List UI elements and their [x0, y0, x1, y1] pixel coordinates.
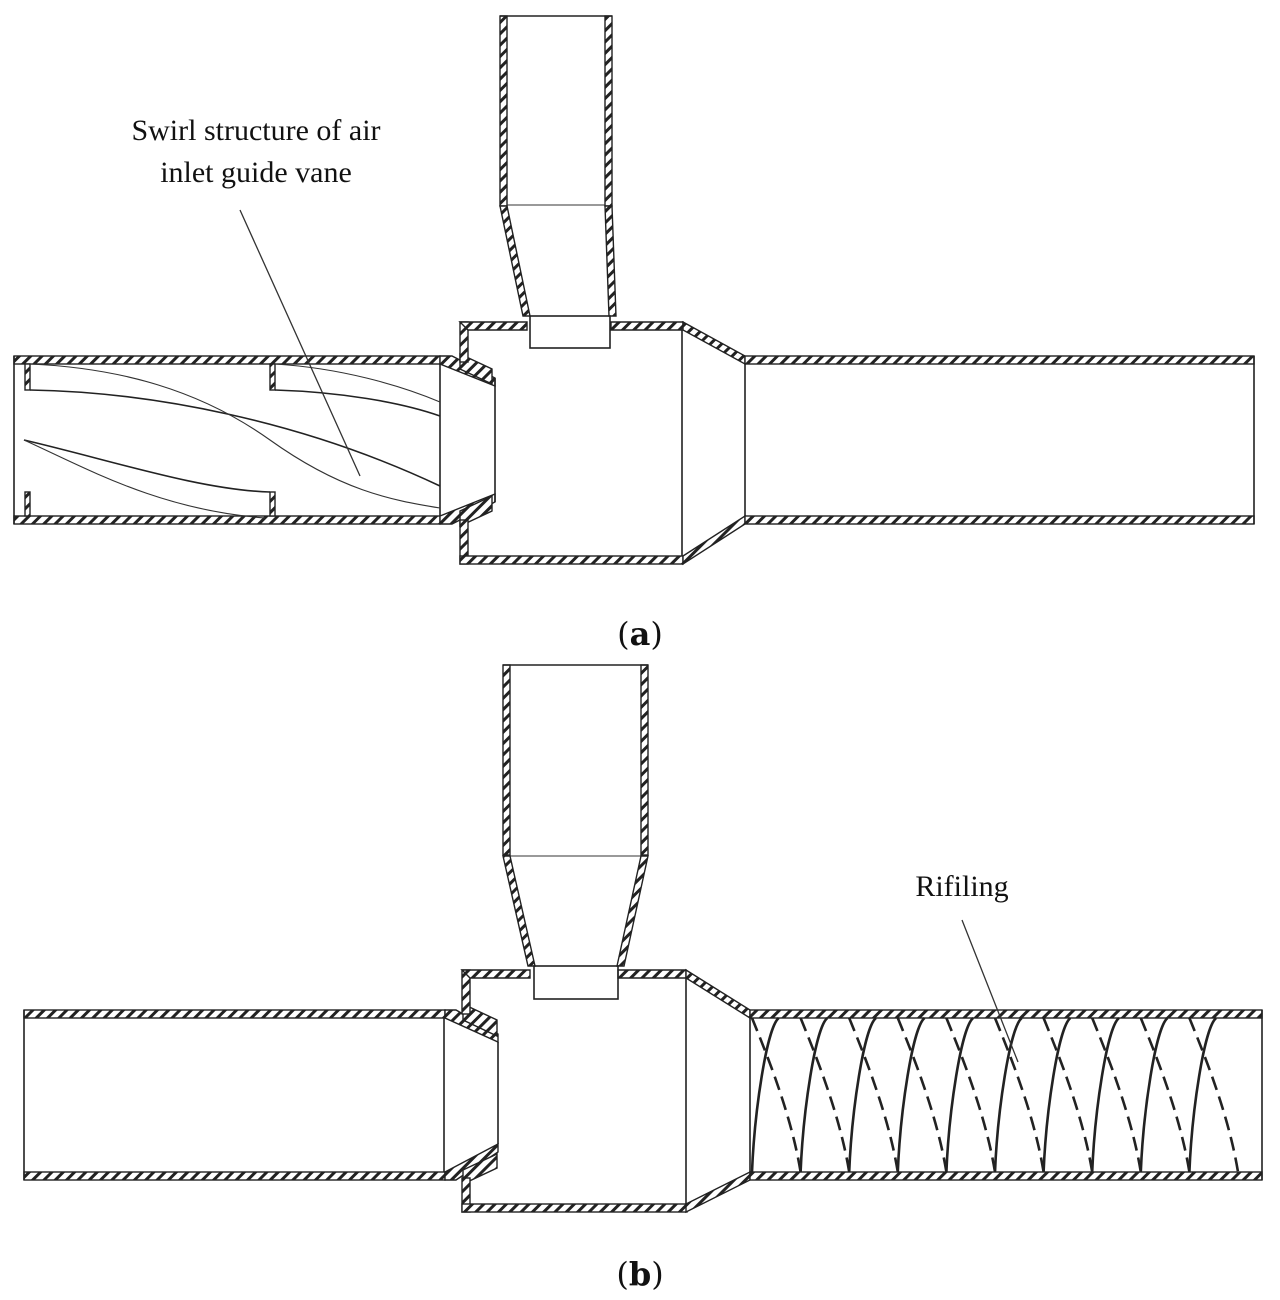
rifling-strand-back [1042, 1017, 1094, 1173]
rifling-strand-front [1090, 1016, 1120, 1173]
rifling-strand-back [896, 1017, 948, 1173]
left-inlet-pipe [13, 355, 441, 525]
rifling-helix [750, 1016, 1240, 1173]
rifling-annotation: Rifiling [915, 870, 1008, 903]
rifling-strand-back [945, 1017, 997, 1173]
rifling-strand-front [896, 1016, 926, 1173]
swirl-annotation-line2: inlet guide vane [160, 156, 352, 189]
swirl-annotation-line1: Swirl structure of air [131, 114, 380, 147]
rifling-strand-front [847, 1016, 877, 1173]
caption-a: (a) [617, 615, 663, 653]
throat-ring-b [533, 965, 619, 1000]
rifled-outlet-pipe [749, 1009, 1263, 1181]
conical-nozzle [439, 352, 496, 528]
panel-b: Rifiling (b) [23, 664, 1263, 1293]
rifling-strand-front [993, 1016, 1023, 1173]
rifling-strand-front [799, 1016, 829, 1173]
rifling-strand-back [1188, 1017, 1240, 1173]
outlet-pipe [744, 355, 1255, 525]
rifling-strand-front [1042, 1016, 1072, 1173]
conical-nozzle-b [444, 1002, 499, 1186]
rifling-strand-front [945, 1016, 975, 1173]
swirl-guide-vanes [23, 363, 441, 519]
rifling-strand-back [1139, 1017, 1191, 1173]
panel-a: Swirl structure of air inlet guide vane … [13, 15, 1255, 653]
rifling-strand-front [750, 1016, 780, 1173]
swirl-leader-line [239, 209, 361, 477]
rifling-strand-back [847, 1017, 900, 1173]
rifling-strand-back [799, 1017, 851, 1173]
rifling-strand-front [1188, 1016, 1218, 1173]
rifling-strand-back [1090, 1017, 1143, 1173]
rifling-strand-back [750, 1017, 802, 1173]
rifling-strand-front [1139, 1016, 1169, 1173]
mixing-chamber [458, 321, 684, 565]
caption-b: (b) [616, 1255, 663, 1293]
rifling-strand-back [993, 1017, 1045, 1173]
diffuser-b [685, 968, 751, 1214]
top-inlet-pipe-b [502, 664, 649, 967]
mixing-chamber-b [460, 969, 688, 1213]
diffuser [682, 320, 746, 566]
top-inlet-pipe [499, 15, 617, 317]
throat-ring [529, 315, 611, 349]
rifling-leader-line [961, 919, 1019, 1063]
left-inlet-pipe-b [23, 1009, 446, 1181]
